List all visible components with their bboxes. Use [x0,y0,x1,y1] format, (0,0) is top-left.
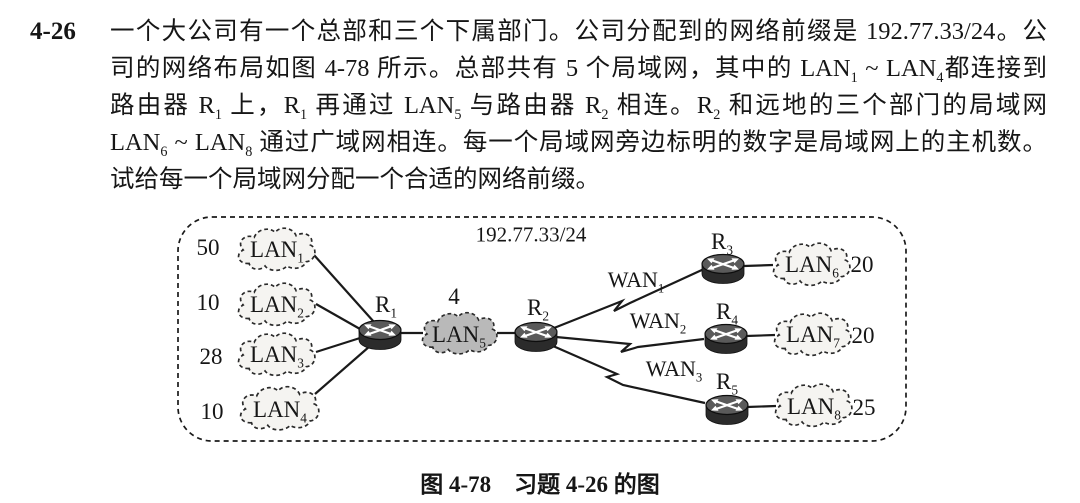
router-r2-label: R2 [526,295,550,324]
router-r3-label: R3 [710,229,734,258]
router-icon [700,253,746,285]
problem-line: 试给每一个局域网分配一个合适的网络前缀。 [110,166,600,193]
host-count-lan8: 25 [852,395,876,420]
host-count-lan7: 20 [851,323,875,348]
problem-line: 一个大公司有一个总部和三个下属部门。公司分配到的网络前缀是 192.77.33/… [110,18,1047,45]
link-lines [313,254,777,409]
link-r5-lan8 [746,404,777,409]
lan8-label: LAN8 [787,394,841,423]
wan1-label: WAN1 [607,267,665,296]
company-boundary [177,216,907,442]
problem-line: 司的网络布局如图 4-78 所示。总部共有 5 个局域网，其中的 LAN1 ~ … [110,55,1047,86]
link-r3-lan6 [743,263,774,268]
host-count-lan2: 10 [196,290,220,315]
lan4-label: LAN4 [253,397,307,426]
wan3-label: WAN3 [645,356,703,385]
problem-number: 4-26 [30,18,76,45]
lan1-label: LAN1 [250,237,304,266]
host-count-lan5: 4 [448,284,460,309]
lan7-label: LAN7 [786,322,840,351]
problem-block: 4-26 一个大公司有一个总部和三个下属部门。公司分配到的网络前缀是 192.7… [30,13,1050,198]
router-icon [703,323,749,355]
host-count-lan1: 50 [196,235,220,260]
link-wan2 [555,335,705,354]
link-lan1-r1 [313,254,375,323]
problem-text: 一个大公司有一个总部和三个下属部门。公司分配到的网络前缀是 192.77.33/… [110,13,1047,198]
wan2-label: WAN2 [629,308,687,337]
link-lan3-r1 [315,336,361,354]
problem-line: LAN6 ~ LAN8 通过广域网相连。每一个局域网旁边标明的数字是局域网上的主… [110,129,1047,160]
link-wan3 [552,344,706,405]
figure-caption: 图 4-78 习题 4-26 的图 [420,472,660,497]
host-count-lan3: 28 [199,344,223,369]
network-prefix-label: 192.77.33/24 [475,222,587,247]
link-lan2-r1 [315,303,361,330]
lan3-label: LAN3 [250,342,304,371]
figure-canvas [177,216,907,442]
lan6-label: LAN6 [785,252,839,281]
link-r4-lan7 [745,333,776,338]
problem-line: 路由器 R1 上，R1 再通过 LAN5 与路由器 R2 相连。R2 和远地的三… [110,92,1048,123]
lan5-label: LAN5 [432,322,486,351]
host-count-lan6: 20 [850,252,874,277]
link-wan1 [553,268,705,330]
link-lan4-r1 [314,345,371,395]
host-count-lan4: 10 [200,399,224,424]
router-r4-label: R4 [715,299,739,328]
router-r1-label: R1 [374,292,398,321]
router-icon [704,394,750,426]
router-icon [357,319,403,351]
router-icon [513,321,559,353]
lan2-label: LAN2 [250,292,304,321]
router-r5-label: R5 [715,369,739,398]
network-figure: 192.77.33/24 LAN1 LAN2 LAN3 LAN4 LAN5 LA… [0,205,1080,463]
